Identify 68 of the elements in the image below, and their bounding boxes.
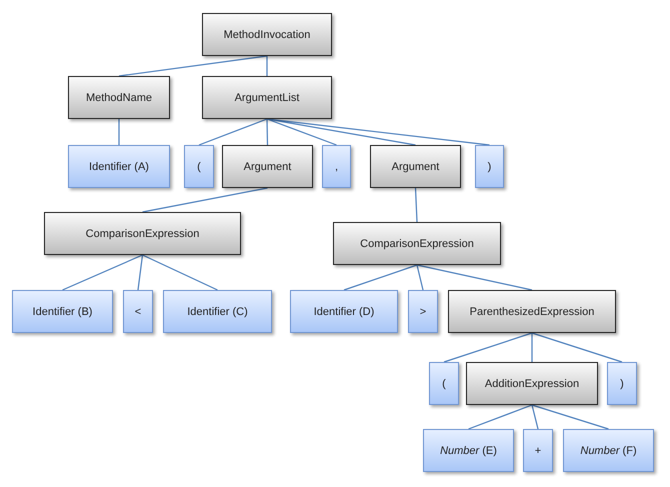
tree-connector bbox=[532, 404, 609, 430]
node-label: Number (F) bbox=[580, 444, 637, 456]
token-box bbox=[408, 290, 438, 333]
syntax-node-box bbox=[68, 76, 170, 119]
tree-connector bbox=[266, 118, 416, 146]
node-label: < bbox=[134, 306, 142, 318]
syntax-node-box bbox=[466, 362, 598, 405]
node-label: MethodInvocation bbox=[224, 28, 310, 40]
syntax-node-box bbox=[370, 145, 461, 188]
syntax-node-box bbox=[44, 212, 241, 255]
tree-connector bbox=[142, 187, 268, 213]
token-box bbox=[184, 145, 214, 188]
tree-connector bbox=[416, 264, 424, 290]
syntax-node-box bbox=[202, 13, 332, 56]
node-label: AdditionExpression bbox=[484, 378, 580, 390]
token-box bbox=[607, 362, 637, 405]
tree-connector bbox=[414, 188, 418, 222]
token-box bbox=[68, 145, 170, 188]
node-label: ( bbox=[442, 378, 446, 390]
tree-connector bbox=[266, 118, 337, 146]
token-box bbox=[163, 290, 272, 333]
node-label: ComparisonExpression bbox=[86, 228, 200, 240]
tree-connector bbox=[266, 118, 268, 146]
tree-connector bbox=[468, 404, 532, 430]
token-box bbox=[423, 429, 514, 472]
syntax-node-box bbox=[222, 145, 313, 188]
tree-connector bbox=[62, 254, 143, 291]
tree-connector bbox=[344, 264, 418, 291]
syntax-node-box bbox=[448, 290, 616, 333]
token-box bbox=[429, 362, 459, 405]
tree-connector bbox=[416, 264, 532, 291]
token-box bbox=[475, 145, 504, 188]
node-label: Identifier (C) bbox=[187, 306, 248, 318]
tree-connector bbox=[118, 119, 120, 145]
syntax-node-box bbox=[333, 222, 501, 265]
node-label: ) bbox=[488, 160, 492, 172]
tree-connector bbox=[266, 56, 268, 76]
tree-connector bbox=[198, 118, 268, 146]
node-label: Argument bbox=[392, 160, 440, 172]
node-label: + bbox=[534, 444, 542, 456]
token-box bbox=[563, 429, 654, 472]
node-label: ComparisonExpression bbox=[360, 238, 474, 250]
tree-connector bbox=[532, 332, 622, 363]
node-label: ParenthesizedExpression bbox=[470, 306, 594, 318]
node-label: Argument bbox=[244, 160, 292, 172]
tree-connector bbox=[531, 404, 539, 430]
node-label: ) bbox=[620, 378, 624, 390]
tree-connector bbox=[531, 333, 533, 362]
token-box bbox=[123, 290, 153, 333]
node-label: Number (E) bbox=[440, 444, 497, 456]
token-box bbox=[290, 290, 398, 333]
tree-connector bbox=[137, 254, 144, 290]
node-label: , bbox=[334, 160, 338, 172]
node-label: Identifier (D) bbox=[314, 306, 374, 318]
tree-connector bbox=[142, 254, 218, 291]
node-label: ( bbox=[197, 160, 201, 172]
node-label: Identifier (A) bbox=[89, 160, 149, 172]
token-box bbox=[523, 429, 553, 472]
token-box bbox=[12, 290, 113, 333]
tree-connector bbox=[266, 118, 490, 146]
syntax-node-box bbox=[202, 76, 332, 119]
token-box bbox=[322, 145, 351, 188]
tree-connector bbox=[118, 55, 268, 77]
node-label: MethodName bbox=[86, 92, 152, 104]
tree-connector bbox=[444, 332, 532, 363]
node-label: ArgumentList bbox=[234, 92, 300, 104]
node-label: Identifier (B) bbox=[32, 306, 92, 318]
node-label: > bbox=[420, 306, 426, 318]
